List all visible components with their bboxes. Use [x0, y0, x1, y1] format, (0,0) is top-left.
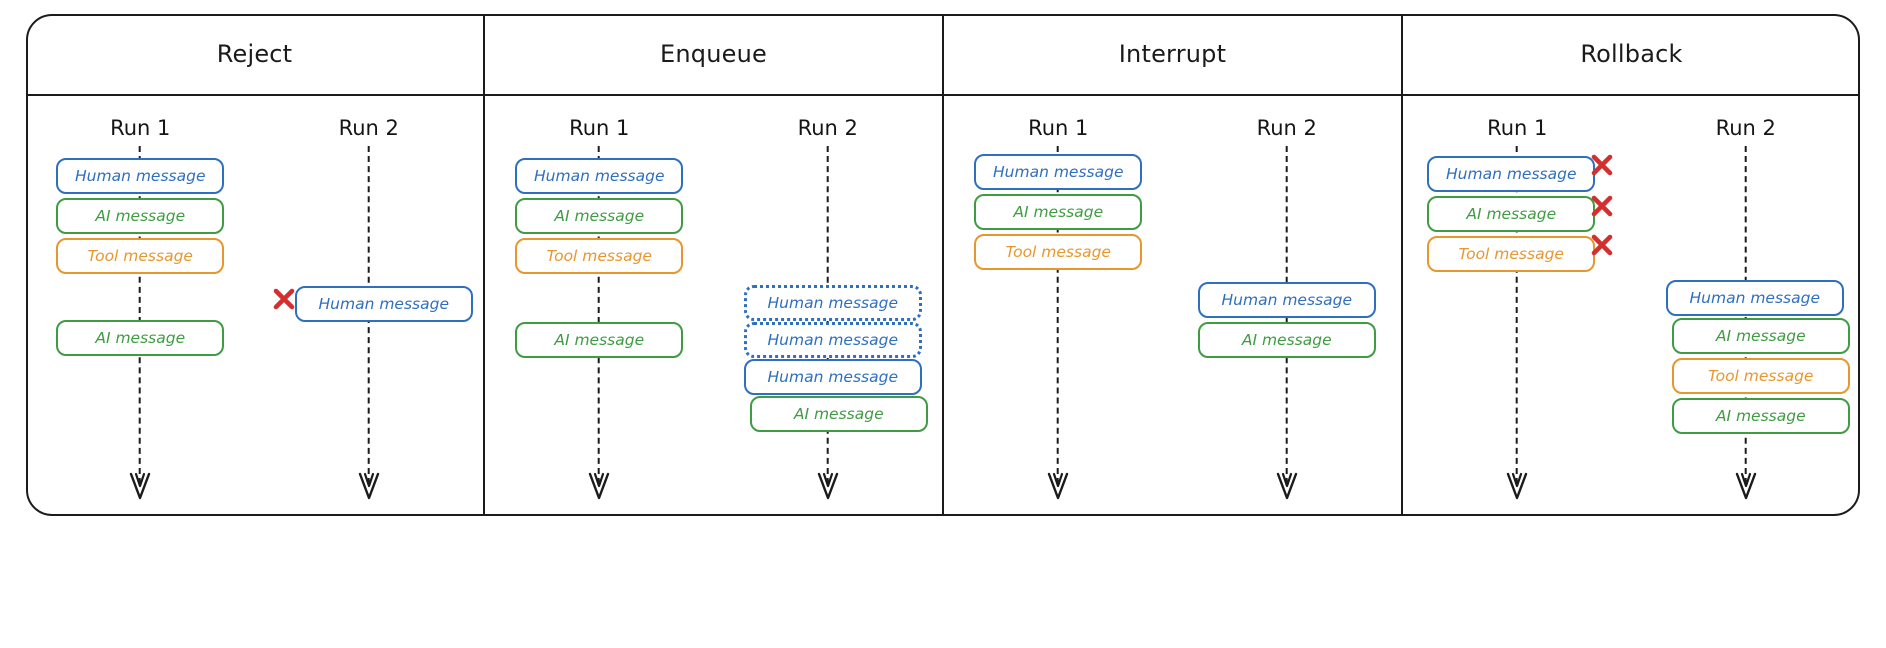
- enqueue-run2-label: Run 2: [797, 116, 858, 140]
- interrupt-run1-message-3[interactable]: Tool message: [974, 234, 1143, 270]
- reject-run1-arrow-icon: [127, 472, 153, 502]
- message-label: Human message: [75, 167, 206, 185]
- panel-body-rollback: Run 1 Human message: [1403, 96, 1860, 516]
- message-label: AI message: [1013, 203, 1104, 221]
- reject-run2-arrow-icon: [356, 472, 382, 502]
- rollback-run2-arrow-icon: [1733, 472, 1759, 502]
- interrupt-run2-label: Run 2: [1256, 116, 1317, 140]
- enqueue-run2-message-2[interactable]: Human message: [743, 322, 922, 358]
- panel-body-interrupt: Run 1 Human message AI message: [944, 96, 1401, 516]
- panel-enqueue: Enqueue Run 1 Human message: [483, 14, 942, 516]
- panel-body-reject: Run 1 Human message AI message: [26, 96, 483, 516]
- message-label: Human message: [767, 368, 899, 386]
- message-label: Human message: [767, 331, 899, 349]
- message-label: AI message: [1715, 407, 1806, 425]
- panel-rollback: Rollback Run 1 Human message: [1401, 14, 1860, 516]
- message-label: Tool message: [1708, 367, 1814, 385]
- rollback-x-icon-1: [1589, 152, 1615, 178]
- panel-title-enqueue: Enqueue: [660, 40, 767, 68]
- enqueue-run1-message-4[interactable]: AI message: [515, 322, 684, 358]
- message-label: Human message: [1446, 165, 1577, 183]
- message-label: Human message: [767, 294, 899, 312]
- enqueue-run1-message-2[interactable]: AI message: [515, 198, 684, 234]
- enqueue-run2-lane: Run 2 Human message Human message: [714, 96, 943, 516]
- rollback-run1-lane: Run 1 Human message: [1403, 96, 1632, 516]
- message-label: Tool message: [87, 247, 193, 265]
- rollback-run2-message-1[interactable]: Human message: [1665, 280, 1844, 316]
- interrupt-run1-message-1[interactable]: Human message: [974, 154, 1143, 190]
- interrupt-run2-message-2[interactable]: AI message: [1197, 322, 1376, 358]
- message-label: Human message: [1221, 291, 1353, 309]
- panel-header-rollback: Rollback: [1403, 14, 1860, 96]
- message-label: Human message: [1689, 289, 1821, 307]
- message-label: AI message: [95, 329, 186, 347]
- panel-interrupt: Interrupt Run 1 Human message: [942, 14, 1401, 516]
- rollback-run1-message-2[interactable]: AI message: [1427, 196, 1596, 232]
- reject-x-icon: [271, 286, 297, 312]
- panel-reject: Reject Run 1 Human message: [26, 14, 483, 516]
- message-label: Tool message: [546, 247, 652, 265]
- enqueue-run1-timeline: [597, 146, 600, 484]
- message-label: AI message: [95, 207, 186, 225]
- reject-run1-lane: Run 1 Human message AI message: [26, 96, 255, 516]
- enqueue-run1-message-1[interactable]: Human message: [515, 158, 684, 194]
- message-label: AI message: [554, 331, 645, 349]
- enqueue-run1-arrow-icon: [586, 472, 612, 502]
- rollback-x-icon-3: [1589, 232, 1615, 258]
- reject-run1-message-1[interactable]: Human message: [56, 158, 225, 194]
- enqueue-run1-lane: Run 1 Human message AI message: [485, 96, 714, 516]
- reject-run2-lane: Run 2 Human message: [255, 96, 484, 516]
- message-label: AI message: [1715, 327, 1806, 345]
- rollback-run2-message-2[interactable]: AI message: [1671, 318, 1850, 354]
- message-label: Human message: [318, 295, 450, 313]
- reject-run1-message-3[interactable]: Tool message: [56, 238, 225, 274]
- panel-title-interrupt: Interrupt: [1118, 40, 1227, 68]
- panel-title-rollback: Rollback: [1580, 40, 1683, 68]
- panel-title-reject: Reject: [216, 40, 293, 68]
- reject-run1-message-4[interactable]: AI message: [56, 320, 225, 356]
- message-label: AI message: [1466, 205, 1557, 223]
- interrupt-run2-message-1[interactable]: Human message: [1197, 282, 1376, 318]
- enqueue-run2-message-3[interactable]: Human message: [743, 359, 922, 395]
- rollback-run1-arrow-icon: [1504, 472, 1530, 502]
- interrupt-run1-lane: Run 1 Human message AI message: [944, 96, 1173, 516]
- message-label: AI message: [554, 207, 645, 225]
- enqueue-run1-message-3[interactable]: Tool message: [515, 238, 684, 274]
- enqueue-run2-message-1[interactable]: Human message: [743, 285, 922, 321]
- rollback-run1-timeline: [1515, 146, 1518, 484]
- rollback-run2-message-3[interactable]: Tool message: [1671, 358, 1850, 394]
- reject-run2-label: Run 2: [338, 116, 399, 140]
- panel-header-enqueue: Enqueue: [485, 14, 942, 96]
- reject-run2-message-1[interactable]: Human message: [294, 286, 473, 322]
- reject-run1-message-2[interactable]: AI message: [56, 198, 225, 234]
- message-label: AI message: [1241, 331, 1332, 349]
- interrupt-run2-lane: Run 2 Human message AI message: [1173, 96, 1402, 516]
- interrupt-run2-arrow-icon: [1274, 472, 1300, 502]
- message-label: Tool message: [1005, 243, 1111, 261]
- interrupt-run1-label: Run 1: [1028, 116, 1089, 140]
- interrupt-run1-message-2[interactable]: AI message: [974, 194, 1143, 230]
- rollback-run1-message-1[interactable]: Human message: [1427, 156, 1596, 192]
- rollback-run1-message-3[interactable]: Tool message: [1427, 236, 1596, 272]
- reject-run1-timeline: [138, 146, 141, 484]
- message-label: AI message: [793, 405, 884, 423]
- interrupt-run1-timeline: [1056, 146, 1059, 484]
- message-label: Tool message: [1458, 245, 1564, 263]
- message-label: Human message: [993, 163, 1124, 181]
- rollback-run2-lane: Run 2 Human message AI message: [1632, 96, 1861, 516]
- panel-body-enqueue: Run 1 Human message AI message: [485, 96, 942, 516]
- panel-header-reject: Reject: [26, 14, 483, 96]
- rollback-run2-message-4[interactable]: AI message: [1671, 398, 1850, 434]
- reject-run1-label: Run 1: [110, 116, 171, 140]
- panel-columns: Reject Run 1 Human message: [26, 14, 1860, 516]
- enqueue-run2-message-4[interactable]: AI message: [749, 396, 928, 432]
- enqueue-run2-arrow-icon: [815, 472, 841, 502]
- panel-header-interrupt: Interrupt: [944, 14, 1401, 96]
- interrupt-run1-arrow-icon: [1045, 472, 1071, 502]
- message-label: Human message: [534, 167, 665, 185]
- rollback-run2-label: Run 2: [1715, 116, 1776, 140]
- rollback-run1-label: Run 1: [1487, 116, 1548, 140]
- rollback-x-icon-2: [1589, 193, 1615, 219]
- enqueue-run1-label: Run 1: [569, 116, 630, 140]
